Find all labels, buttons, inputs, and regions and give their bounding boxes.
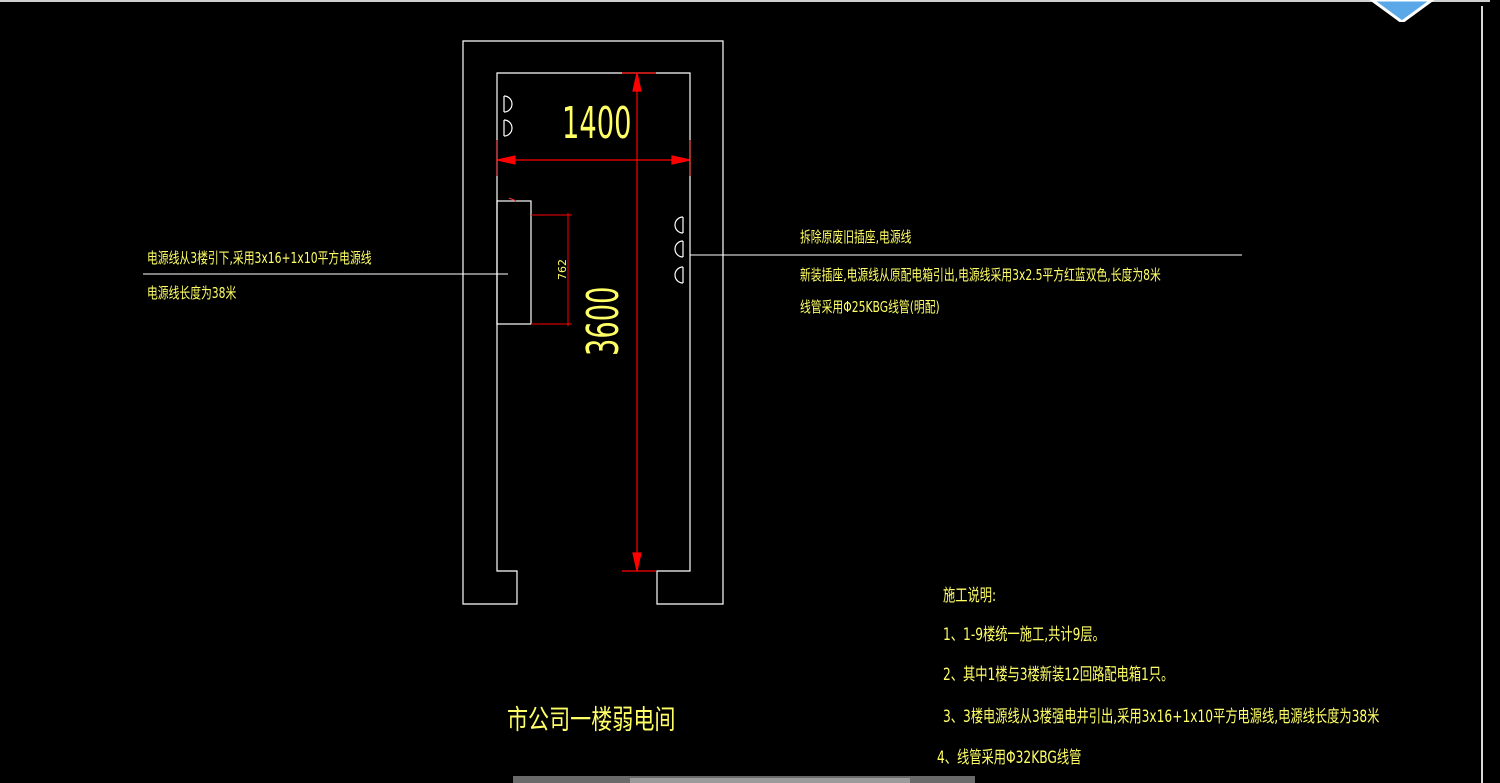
construction-note-item: 1、1-9楼统一施工,共计9层。 <box>943 625 1105 645</box>
right-note-line2: 新装插座,电源线从原配电箱引出,电源线采用3x2.5平方红蓝双色,长度为8米 <box>800 266 1161 284</box>
construction-note-item: 3、3楼电源线从3楼强电井引出,采用3x16+1x10平方电源线,电源线长度为3… <box>943 707 1380 727</box>
construction-note-item: 4、线管采用Φ32KBG线管 <box>937 748 1082 768</box>
width-dimension-label: 1400 <box>562 98 632 149</box>
outlet-symbol-icon <box>674 216 684 284</box>
horizontal-scrollbar-thumb[interactable] <box>630 778 910 783</box>
window-top-edge <box>0 0 1490 2</box>
distribution-panel <box>496 200 532 325</box>
right-note-line3: 线管采用Φ25KBG线管(明配) <box>800 298 940 316</box>
panel-top-mark <box>508 197 517 202</box>
room-title: 市公司一楼弱电间 <box>507 705 676 736</box>
panel-dimension-label: 762 <box>556 259 569 280</box>
vertical-scrollbar-edge[interactable] <box>1481 6 1483 783</box>
height-dimension-label: 3600 <box>578 286 629 356</box>
construction-notes-heading: 施工说明: <box>943 586 997 606</box>
width-dimension <box>496 155 691 165</box>
left-note-line1: 电源线从3楼引下,采用3x16+1x10平方电源线 <box>147 249 372 267</box>
left-note-line2: 电源线长度为38米 <box>147 284 237 302</box>
outlet-symbol-icon <box>503 95 513 137</box>
height-dimension <box>622 72 656 572</box>
construction-note-item: 2、其中1楼与3楼新装12回路配电箱1只。 <box>943 665 1174 685</box>
app-corner-icon[interactable] <box>1362 0 1442 22</box>
right-note-line1: 拆除原废旧插座,电源线 <box>800 228 912 246</box>
width-dimension-ext <box>496 140 691 176</box>
panel-dimension <box>531 213 572 326</box>
outer-wall <box>462 40 724 605</box>
